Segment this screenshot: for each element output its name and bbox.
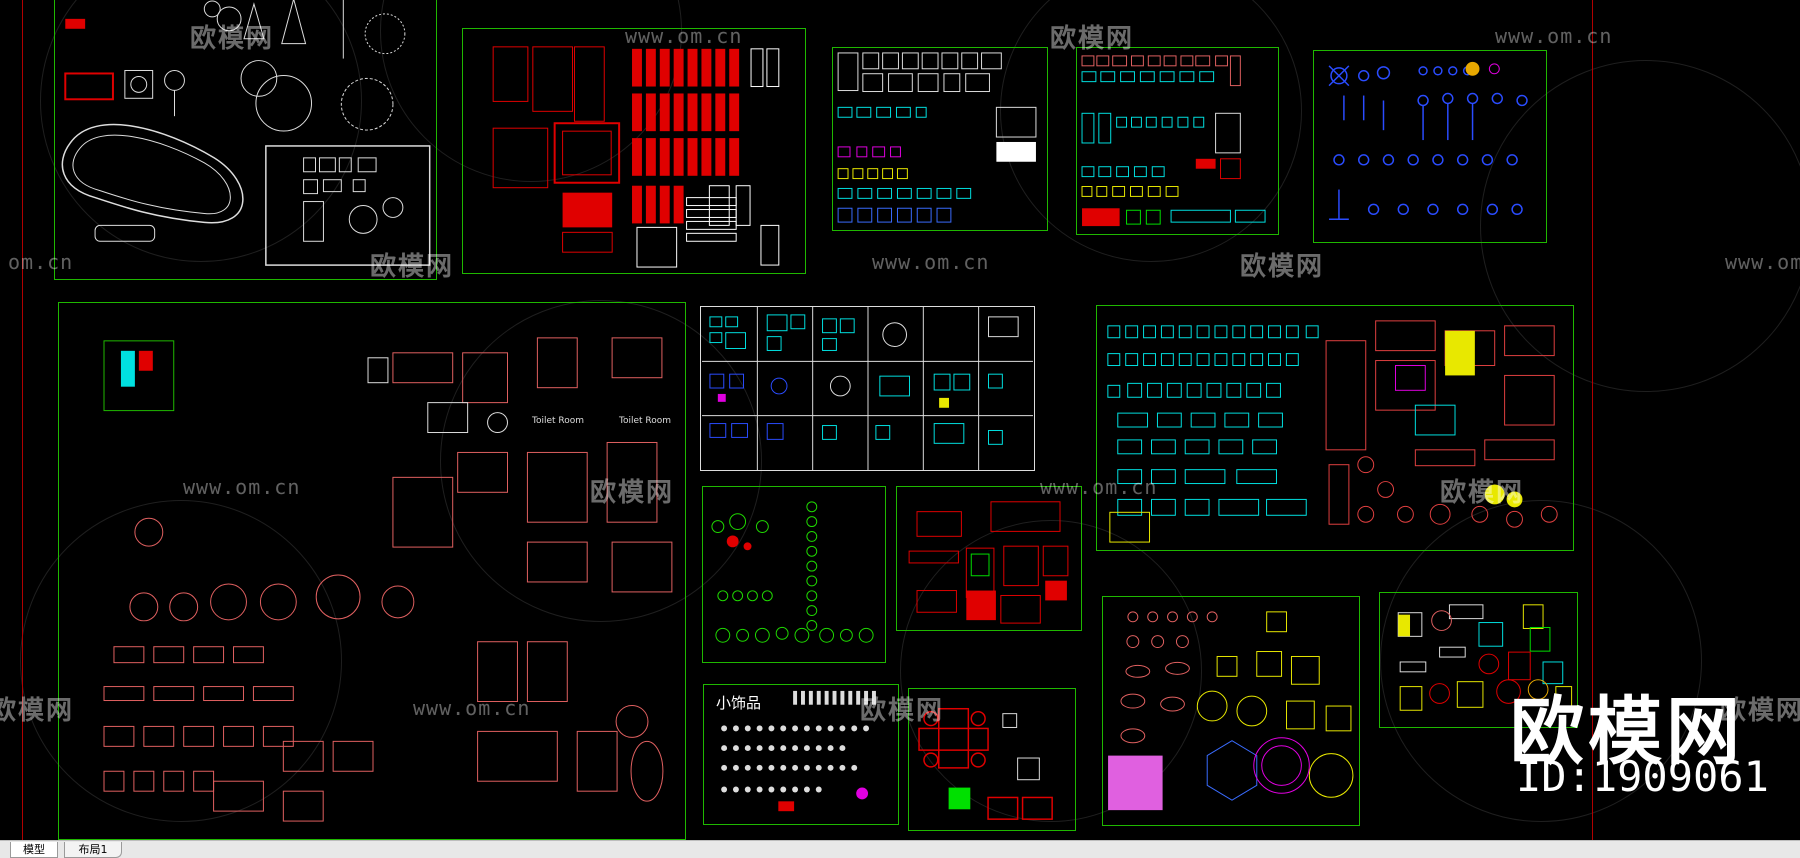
tab-layout1[interactable]: 布局1 [64, 842, 122, 858]
block-plants[interactable] [702, 486, 886, 663]
drawing-canvas[interactable]: Toilet Room Toilet Room [0, 0, 1800, 840]
block-bedroom[interactable] [896, 486, 1082, 631]
label-toilet-room: Toilet Room [532, 416, 585, 426]
block-fixtures-2[interactable] [1076, 47, 1279, 235]
block-furniture-plans[interactable]: Toilet Room Toilet Room [58, 302, 686, 840]
watermark-url: www.om.cn [1495, 24, 1613, 48]
block-icon-grid[interactable] [700, 306, 1035, 471]
block-landscape[interactable] [54, 0, 437, 280]
watermark-url: www.om.cn [872, 250, 990, 274]
block-doors[interactable] [462, 28, 806, 274]
watermark-brand: 欧模网 [1240, 252, 1325, 282]
block-sofas[interactable] [1096, 305, 1574, 551]
watermark-url: www.om.cn [1725, 250, 1800, 274]
model-id: ID:1909061 [1516, 752, 1769, 801]
drawing-border-right [1592, 0, 1593, 840]
label-toilet-room-2: Toilet Room [619, 416, 672, 426]
block-fixtures-1[interactable] [832, 47, 1048, 231]
block-dining-color[interactable] [1379, 592, 1578, 728]
brand-logo-text: 欧模网 [1510, 689, 1744, 775]
label-ornaments: 小饰品 [716, 694, 762, 712]
block-dining-sets[interactable] [1102, 596, 1360, 826]
drawing-border-left [22, 0, 23, 840]
tab-model[interactable]: 模型 [10, 842, 58, 858]
block-ornaments[interactable]: 小饰品 [703, 684, 899, 825]
block-table-set[interactable] [908, 688, 1076, 831]
layout-tab-bar: 模型 布局1 [0, 840, 1800, 858]
block-lamps[interactable] [1313, 50, 1547, 243]
